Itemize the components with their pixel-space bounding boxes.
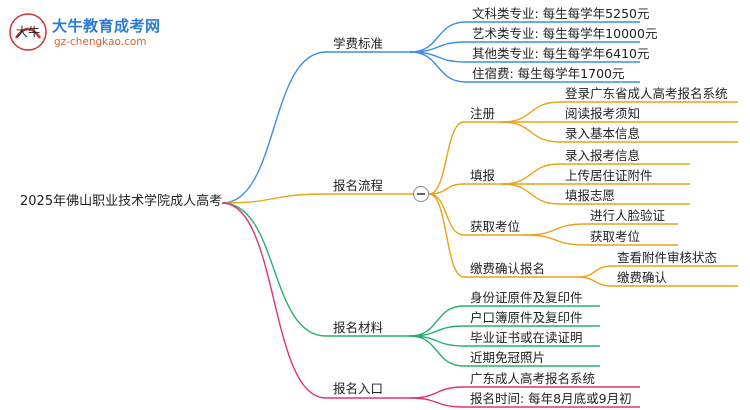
root-node: 2025年佛山职业技术学院成人高考 [20,194,223,209]
step-seat-get: 获取考位 [590,229,641,244]
fee-accommodation: 住宿费: 每生每学年1700元 [472,66,625,81]
logo-url: gz-chengkao.com [54,36,147,48]
fee-arts-general: 文科类专业: 每生每学年5250元 [472,6,650,21]
step-pay-confirm: 缴费确认 [617,270,668,285]
step-register-read: 阅读报考须知 [565,106,641,121]
material-hukou: 户口簿原件及复印件 [470,310,583,325]
connector-entry-1 [409,397,465,408]
fee-other-major: 其他类专业: 每生每学年6410元 [472,46,650,61]
step-register: 注册 [470,106,496,121]
branch-entry: 报名入口 [333,381,384,396]
step-seat-face: 进行人脸验证 [590,208,666,223]
logo-title: 大牛教育成考网 [52,17,161,35]
material-id: 身份证原件及复印件 [470,290,583,305]
connector-sub-3-0 [577,265,613,278]
entry-time: 报名时间: 每年8月底或9月初 [470,391,632,406]
material-diploma: 毕业证书或在读证明 [470,330,583,345]
connector-step-0 [428,121,465,195]
connector-sub-2-1 [525,234,586,246]
connector-sub-1-0 [501,163,561,185]
branch-fees: 学费标准 [333,36,384,51]
step-fill-info: 录入报考信息 [565,148,641,163]
step-register-login: 登录广东省成人高考报名系统 [565,86,728,101]
step-pay: 缴费确认报名 [470,261,546,276]
step-fill: 填报 [470,168,496,183]
connector-root-fees [221,51,327,204]
connector-root-entry [221,202,327,399]
connector-root-materials [221,202,327,337]
logo-mark-icon: 大牛 [9,13,47,51]
branch-materials: 报名材料 [333,320,384,335]
fee-art-major: 艺术类专业: 每生每学年10000元 [472,26,658,41]
connector-entry-0 [409,386,465,399]
connector-sub-2-0 [525,223,586,236]
connector-step-2 [428,193,465,236]
step-fill-upload: 上传居住证附件 [565,168,653,183]
connector-fee-3 [409,51,467,83]
connector-step-1 [428,183,465,195]
step-pay-status: 查看附件审核状态 [617,250,718,265]
site-logo: 大牛 大牛教育成考网 gz-chengkao.com [8,12,161,54]
connector-sub-3-1 [577,276,613,287]
connector-root-process [221,193,327,204]
connector-sub-0-0 [501,101,561,123]
material-photo: 近期免冠照片 [470,350,546,365]
step-register-basic: 录入基本信息 [565,126,641,141]
connector-sub-0-2 [501,121,561,143]
connector-sub-1-2 [501,183,561,205]
connector-material-3 [409,335,465,367]
step-seat: 获取考位 [470,219,521,234]
branch-process: 报名流程 [333,178,384,193]
step-fill-wish: 填报志愿 [565,188,616,203]
collapse-toggle-icon[interactable] [413,186,429,202]
svg-text:大牛: 大牛 [16,24,40,39]
entry-system: 广东成人高考报名系统 [470,371,596,386]
connector-step-3 [428,193,465,278]
